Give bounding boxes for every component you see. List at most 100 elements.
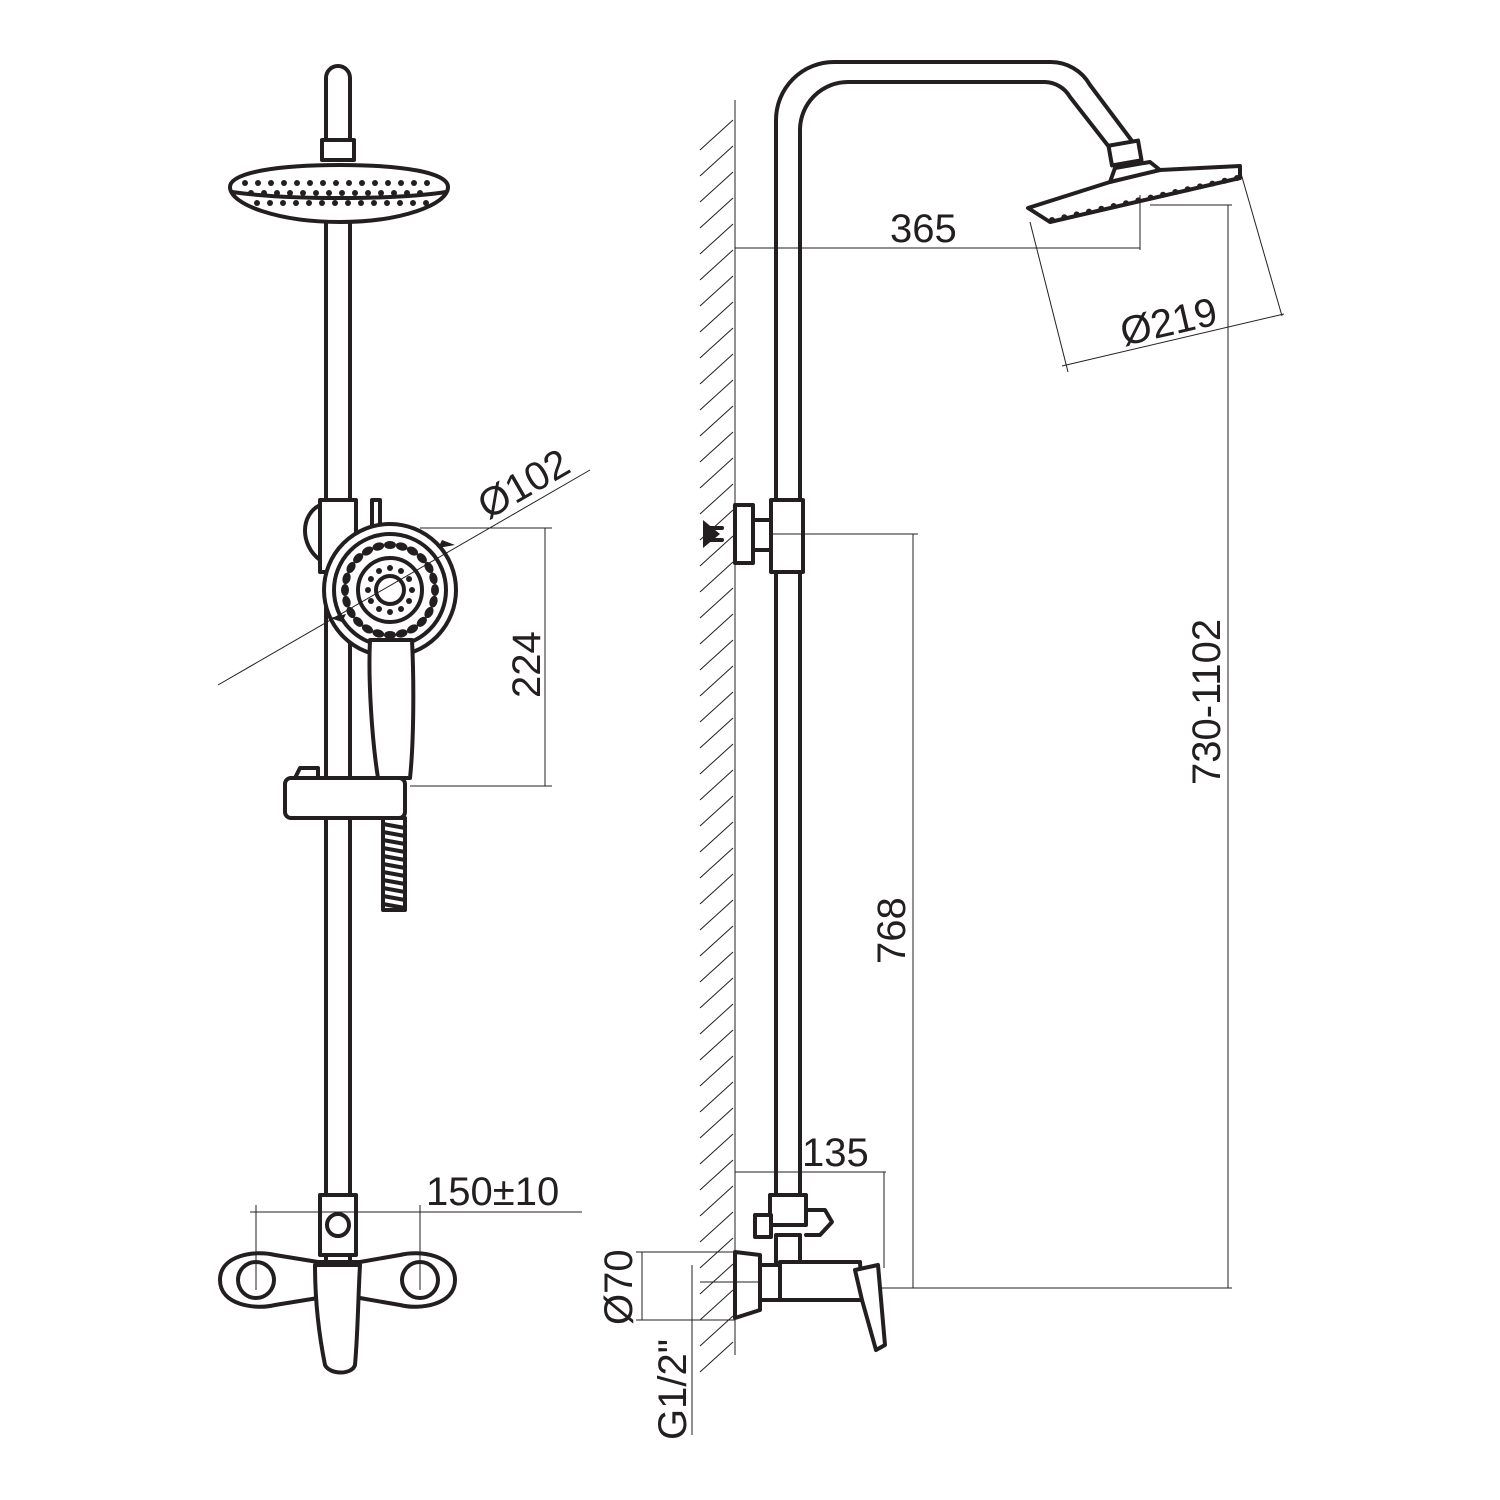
nozzle [1147, 194, 1154, 201]
hose-ring [381, 846, 407, 854]
nozzle [358, 200, 364, 206]
nozzle [372, 180, 378, 186]
hatch-line [699, 1263, 734, 1295]
front-holder [283, 776, 407, 820]
nozzle [333, 180, 339, 186]
front-head-connector [320, 138, 356, 162]
nozzle [342, 572, 351, 585]
nozzle [429, 572, 438, 585]
nozzle [410, 200, 416, 206]
hatch-line [699, 717, 734, 749]
nozzle [352, 190, 358, 196]
dim-line-219 [1061, 313, 1285, 367]
dim-label-365: 365 [890, 207, 957, 251]
nozzle [416, 616, 427, 627]
hatch-line [699, 925, 734, 957]
hatch-line [699, 1341, 734, 1373]
hose-ring [381, 886, 407, 894]
hatch-line [699, 405, 734, 437]
nozzle [372, 542, 385, 551]
nozzle [384, 631, 396, 639]
nozzle [387, 565, 393, 571]
hose-ring [381, 870, 407, 878]
hatch-line [699, 379, 734, 411]
hatch-line [699, 1133, 734, 1165]
hatch-line [699, 145, 734, 177]
hatch-line [699, 665, 734, 697]
hose-ring [381, 854, 407, 862]
nozzle [417, 190, 423, 196]
nozzle [384, 541, 396, 549]
hatch-line [699, 899, 734, 931]
nozzle [387, 609, 393, 615]
nozzle [406, 576, 413, 582]
nozzle [339, 190, 345, 196]
wall-hatching [699, 119, 734, 1373]
nozzle [1160, 191, 1166, 198]
nozzle [255, 180, 261, 186]
hose-ring [381, 830, 407, 838]
hatch-line [699, 795, 734, 827]
nozzle [1061, 214, 1068, 221]
hatch-line [699, 639, 734, 671]
nozzle [395, 629, 408, 638]
hatch-line [699, 119, 734, 151]
nozzle [429, 595, 438, 608]
nozzle [376, 606, 382, 613]
nozzle [353, 553, 364, 564]
hatch-line [699, 249, 734, 281]
nozzle [406, 546, 419, 556]
nozzle [384, 200, 390, 206]
nozzle [341, 584, 349, 596]
hose-ring [381, 878, 407, 886]
hatch-line [699, 1289, 734, 1321]
hatch-line [699, 743, 734, 775]
nozzle [406, 624, 419, 634]
ext-219-left [1029, 221, 1069, 373]
hatch-line [699, 1029, 734, 1061]
nozzle [306, 200, 312, 206]
nozzle [320, 180, 326, 186]
nozzle [409, 587, 415, 593]
hatch-line [699, 1107, 734, 1139]
hatch-line [699, 431, 734, 463]
dim-label-224: 224 [505, 631, 549, 698]
hose-ring [381, 838, 407, 846]
hatch-line [699, 951, 734, 983]
hatch-line [699, 691, 734, 723]
nozzle [307, 180, 313, 186]
front-bracket-knob [303, 503, 322, 562]
hatch-line [699, 847, 734, 879]
nozzle [391, 190, 397, 196]
hatch-line [699, 275, 734, 307]
nozzle [346, 180, 352, 186]
dim-line-d102 [217, 469, 591, 686]
hatch-line [699, 1003, 734, 1035]
hatch-line [699, 197, 734, 229]
dim-label-g12: G1/2" [651, 1339, 695, 1440]
hatch-line [699, 483, 734, 515]
nozzle [1098, 205, 1105, 212]
hatch-line [699, 223, 734, 255]
hatch-line [699, 1315, 734, 1347]
arrow-d102-a [438, 540, 455, 548]
nozzle [378, 190, 384, 196]
nozzle [326, 190, 332, 196]
nozzle [424, 180, 430, 186]
nozzle [406, 598, 413, 604]
hatch-line [699, 535, 734, 567]
side-head-shower [1026, 164, 1242, 224]
front-view: Ø102 224 150±10 [217, 64, 591, 1375]
nozzle [385, 180, 391, 186]
nozzle [367, 576, 374, 582]
nozzle [294, 180, 300, 186]
side-pipe-outer [774, 59, 1137, 1197]
nozzle [398, 567, 404, 574]
nozzle [319, 200, 325, 206]
hatch-line [699, 1237, 734, 1269]
arrow-d102-b [330, 614, 346, 622]
front-hand-shower [322, 522, 458, 780]
dim-label-d102: Ø102 [471, 441, 578, 528]
nozzle [376, 567, 382, 574]
front-head-nozzles [242, 180, 430, 206]
